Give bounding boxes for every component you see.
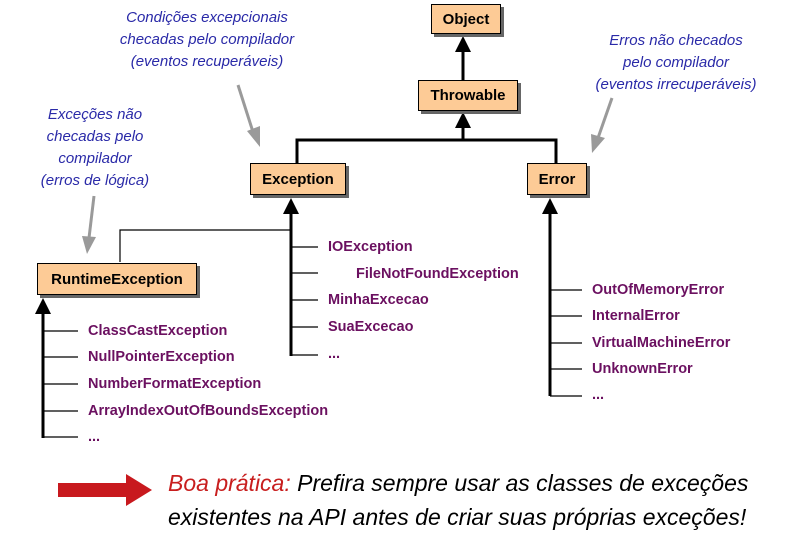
exception-subclass: MinhaExcecao <box>328 292 429 308</box>
arrowheads <box>35 36 558 314</box>
error-subclass: UnknownError <box>592 361 693 377</box>
tip-line-2: existentes na API antes de criar suas pr… <box>168 504 747 530</box>
node-runtime-exception: RuntimeException <box>37 263 197 295</box>
runtime-subclass: NullPointerException <box>88 349 235 365</box>
red-arrow-icon <box>58 474 152 506</box>
inheritance-connectors <box>41 46 558 438</box>
pointer-errors <box>596 97 614 139</box>
note-unchecked: Exceções não checadas pelo compilador (e… <box>40 106 150 189</box>
exception-subclass: FileNotFoundException <box>356 266 519 282</box>
node-exception: Exception <box>250 163 346 195</box>
node-throwable: Throwable <box>418 80 518 111</box>
arrowhead-exception <box>283 198 299 214</box>
runtime-subclass-ticks <box>43 330 78 438</box>
note-errors: Erros não checados pelo compilador (even… <box>595 32 757 93</box>
tip-label: Boa prática: <box>168 470 291 496</box>
exception-subclass: IOException <box>328 239 413 255</box>
note-checked: Condições excepcionais checadas pelo com… <box>119 9 295 70</box>
arrowhead-runtime <box>35 298 51 314</box>
runtime-subclass: ... <box>88 429 101 445</box>
arrowhead-error <box>542 198 558 214</box>
runtime-subclass: ClassCastException <box>88 323 228 339</box>
error-subclass-ticks <box>550 289 582 397</box>
node-object: Object <box>431 4 501 34</box>
arrowhead-object <box>455 36 471 52</box>
note-pointers <box>82 84 614 254</box>
exception-subclass-ticks <box>291 246 318 356</box>
pointer-unchecked <box>87 195 96 239</box>
node-error: Error <box>527 163 587 195</box>
error-subclass: OutOfMemoryError <box>592 282 725 298</box>
error-subclass: ... <box>592 387 605 403</box>
runtime-subclass: ArrayIndexOutOfBoundsException <box>88 403 329 419</box>
arrowhead-throwable <box>455 112 471 128</box>
best-practice-tip: Boa prática: Prefira sempre usar as clas… <box>168 466 748 534</box>
tip-line-1: Prefira sempre usar as classes de exceçõ… <box>297 470 749 496</box>
exception-subclass: ... <box>328 346 341 362</box>
pointer-checked <box>236 84 255 133</box>
error-subclass: VirtualMachineError <box>592 335 731 351</box>
error-subclass: InternalError <box>592 308 680 324</box>
runtime-extends-connector <box>119 229 291 262</box>
exception-subclass: SuaExcecao <box>328 319 414 335</box>
runtime-subclass: NumberFormatException <box>88 376 262 392</box>
